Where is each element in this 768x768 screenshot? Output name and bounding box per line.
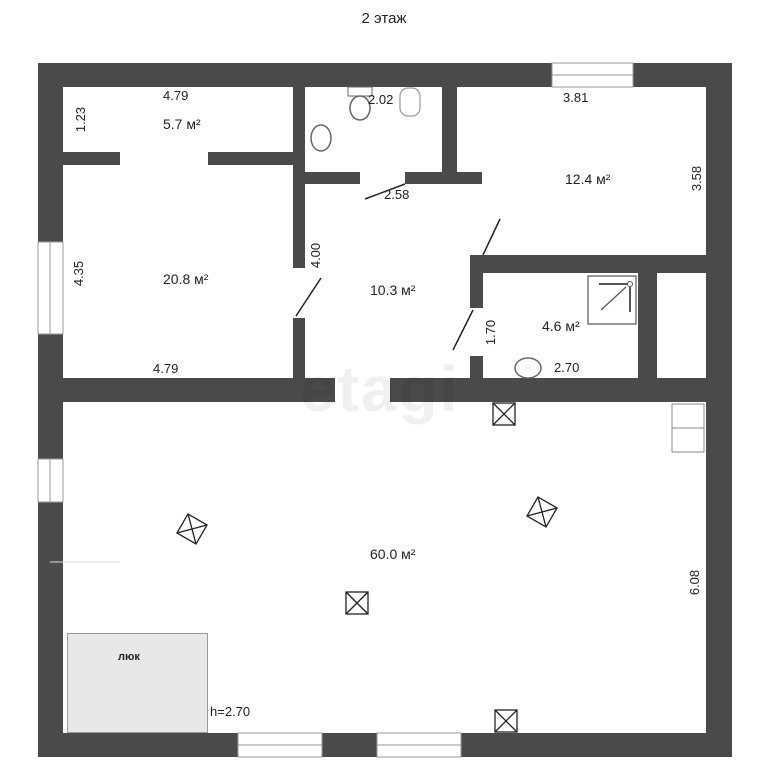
dim-bathroom-depth: 1.70 [483,319,499,346]
attic-hatch [67,633,208,733]
floor-title: 2 этаж [361,10,407,27]
dim-bedroom-right-depth: 3.58 [689,165,705,192]
dim-hall-width: 2.58 [384,187,410,202]
room-bedroom-left [63,165,293,378]
sink-icon [310,124,332,152]
area-hall: 10.3 м² [370,282,416,298]
dim-bedroom-left-width: 4.79 [153,361,179,376]
ceiling-height: h=2.70 [210,704,251,719]
dim-bathroom-width: 2.70 [554,360,580,375]
area-living: 60.0 м² [370,546,416,562]
room-hall [305,184,470,378]
bidet-icon [399,87,421,117]
dim-toilet-width: 2.02 [368,92,394,107]
opening-living [335,378,390,402]
room-bedroom-right [457,87,706,255]
watermark: etagi [300,353,460,425]
dim-living-depth: 6.08 [687,569,703,596]
sink-icon [514,357,542,379]
opening-storage [120,152,208,165]
dim-storage-width: 4.79 [163,88,189,103]
dim-storage-depth: 1.23 [73,106,89,133]
area-bedroom-left: 20.8 м² [163,271,209,287]
ceiling-light-icon [176,402,558,733]
dim-hall-depth: 4.00 [308,242,324,269]
door-bathroom [470,308,483,356]
dim-bedroom-right-width: 3.81 [563,90,589,105]
room-closet [657,273,706,378]
area-bedroom-right: 12.4 м² [565,171,611,187]
door-bedroom-right [470,195,483,255]
room-storage [63,87,293,152]
area-bathroom: 4.6 м² [542,318,580,334]
hatch-label: люк [118,651,140,663]
area-storage: 5.7 м² [163,116,201,132]
door-bedroom-left [293,268,305,318]
dim-bedroom-left-depth: 4.35 [71,260,87,287]
door-toilet [360,172,405,184]
